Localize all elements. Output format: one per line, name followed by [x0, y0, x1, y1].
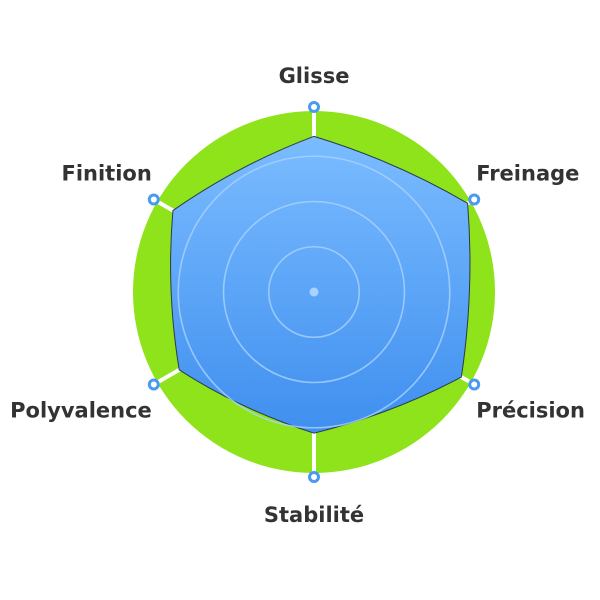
axis-label-précision: Précision [476, 399, 585, 423]
axis-marker-stabilité [308, 471, 320, 483]
axis-marker-polyvalence [147, 378, 160, 391]
axis-label-stabilité: Stabilité [264, 503, 364, 527]
axis-marker-freinage [468, 193, 481, 206]
center-dot [309, 287, 319, 297]
grid-ring [222, 200, 406, 384]
axis-label-polyvalence: Polyvalence [10, 399, 152, 423]
grid-ring [267, 245, 361, 339]
axis-marker-finition [147, 193, 160, 206]
axis-marker-glisse [308, 101, 320, 113]
grid-ring [177, 155, 451, 429]
axis-label-freinage: Freinage [476, 162, 579, 186]
axis-label-glisse: Glisse [279, 64, 350, 88]
axis-label-finition: Finition [61, 162, 151, 186]
axis-marker-précision [468, 378, 481, 391]
data-area [170, 135, 471, 434]
